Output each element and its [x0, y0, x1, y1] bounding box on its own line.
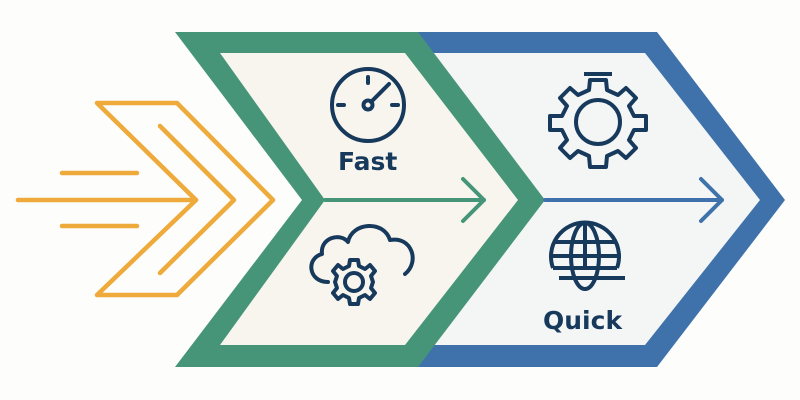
- orange-motion-arrow: [15, 100, 276, 298]
- fast-label: Fast: [338, 147, 398, 176]
- green-arrow: [323, 177, 486, 223]
- globe-icon: [549, 220, 625, 291]
- cloud-gear-icon: [309, 224, 415, 306]
- blue-arrow: [543, 177, 724, 223]
- gear-icon: [548, 72, 648, 169]
- quick-label: Quick: [543, 306, 623, 335]
- speedometer-icon: [330, 67, 406, 143]
